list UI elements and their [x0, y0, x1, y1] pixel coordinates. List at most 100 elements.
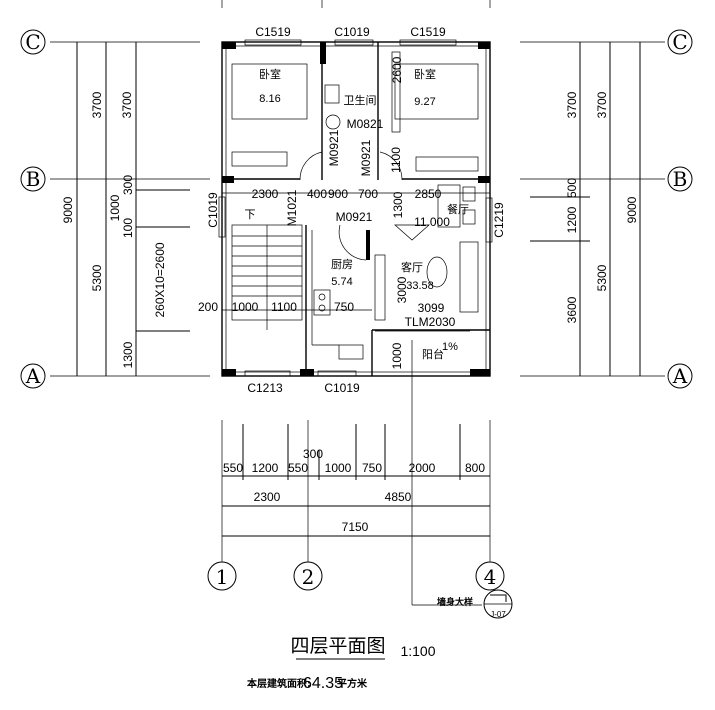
axis-label: 1 [216, 565, 229, 589]
right-dim-3600: 3600 [565, 296, 579, 323]
inner-dim: 750 [334, 300, 354, 314]
bottom-dim: 2000 [409, 461, 436, 475]
axis-label: B [673, 167, 688, 191]
basin [325, 114, 341, 130]
inner-dim: 1100 [271, 300, 297, 314]
bottom-dim: 4850 [385, 490, 412, 504]
inner-dim: 1100 [389, 147, 403, 173]
axis-bubble-b-left: B [20, 166, 46, 192]
detail-ref: J-07 [490, 610, 506, 619]
right-dim-b-a: 5300 [595, 264, 609, 291]
axis-label: 4 [484, 565, 497, 589]
inner-dim: 1000 [232, 300, 259, 314]
door-label: M0921 [336, 210, 373, 224]
axis-bubble-4: 4 [475, 561, 505, 591]
window-marks [218, 39, 493, 377]
stove [313, 289, 331, 316]
axis-label: A [672, 364, 688, 388]
axis-label: B [26, 167, 41, 191]
axis-label: A [25, 364, 41, 388]
axis-bubble-a-left: A [20, 363, 46, 389]
door-swing [299, 151, 323, 181]
coffee-table [426, 256, 448, 288]
inner-dim: 200 [198, 300, 218, 314]
room-area-bedroom-left: 8.16 [259, 93, 280, 105]
bottom-dim: 1200 [252, 461, 279, 475]
axis-bubble-b-right: B [667, 166, 693, 192]
inner-dim: 3000 [395, 276, 409, 303]
bottom-dim: 2300 [254, 490, 281, 504]
left-dim-1000: 1000 [108, 194, 122, 221]
window-label: C1213 [247, 381, 283, 395]
left-dim-total: 9000 [61, 196, 75, 223]
area-value: 64.35 [303, 675, 343, 692]
wardrobe-right-2 [391, 51, 401, 133]
left-dim-1300: 1300 [121, 341, 135, 368]
door-label: M0921 [327, 129, 341, 166]
room-name-dining: 餐厅 [447, 202, 469, 216]
window-label: C1519 [410, 25, 446, 39]
furniture [231, 51, 479, 360]
bottom-dim: 550 [223, 461, 243, 475]
toilet [324, 84, 340, 104]
dining-table [437, 184, 461, 228]
right-dim-500: 500 [565, 178, 579, 198]
elevation-mark: 11.000 [414, 215, 450, 229]
left-dimension-lines [76, 42, 190, 376]
window-label: C1019 [324, 381, 360, 395]
left-dim-b-a: 5300 [90, 264, 104, 291]
window-label: C1019 [206, 192, 220, 228]
inner-dim: 3099 [418, 301, 445, 315]
door-swing [379, 151, 403, 181]
tv-cabinet [374, 254, 386, 321]
inner-dim: 400 [307, 187, 327, 201]
left-dim-stair: 260X10=2600 [153, 242, 167, 317]
wardrobe-right [415, 156, 479, 172]
right-dim-total: 9000 [625, 196, 639, 223]
door-swing [338, 224, 367, 261]
wardrobe-left [231, 151, 288, 167]
window-label: C1519 [255, 25, 291, 39]
axis-bubble-2: 2 [293, 561, 323, 591]
inner-dim: 2850 [415, 187, 442, 201]
inner-dim: 1300 [391, 191, 405, 218]
area-label: 本层建筑面积: [247, 677, 311, 690]
room-name-living: 客厅 [401, 260, 423, 274]
room-area-bedroom-right: 9.27 [414, 96, 435, 108]
stair-treads [232, 235, 302, 297]
axis-label: 2 [302, 565, 315, 589]
drawing-title: 四层平面图 [290, 635, 385, 657]
balcony-slope: 1% [442, 341, 458, 353]
axis-label: C [672, 30, 687, 54]
right-dim-c-b-2: 3700 [595, 91, 609, 118]
door-label: M1021 [285, 189, 299, 226]
door-label: M0921 [359, 139, 373, 176]
axis-bubble-a-right: A [667, 363, 693, 389]
door-label: M0821 [347, 117, 384, 131]
bottom-dim: 300 [303, 447, 323, 461]
left-dim-c-b-outer: 3700 [90, 91, 104, 118]
right-dimension-lines [530, 42, 641, 376]
left-dim-300: 300 [121, 175, 135, 195]
right-dim-1200: 1200 [565, 206, 579, 233]
inner-dim: 700 [358, 187, 378, 201]
room-name-bathroom: 卫生间 [344, 93, 377, 107]
bottom-dim: 800 [465, 461, 485, 475]
inner-dim: 900 [328, 187, 348, 201]
room-name-balcony: 阳台 [422, 347, 444, 361]
detail-callout: 墙身大样 J-07 [437, 589, 513, 619]
axis-bubble-1: 1 [207, 561, 237, 591]
room-name-kitchen: 厨房 [331, 258, 353, 271]
inner-dim: 2300 [252, 187, 279, 201]
door-label: TLM2030 [405, 315, 456, 329]
left-dim-c-b-inner: 3700 [120, 91, 134, 118]
bottom-dim: 550 [288, 461, 308, 475]
bed-left [231, 63, 308, 120]
inner-dim: 2600 [390, 56, 404, 83]
axis-bubble-c-right: C [667, 29, 693, 55]
stair-down-label: 下 [245, 208, 256, 221]
bottom-dimension-lines [222, 424, 490, 537]
sofa [459, 241, 479, 313]
bottom-dim-total: 7150 [342, 520, 369, 534]
